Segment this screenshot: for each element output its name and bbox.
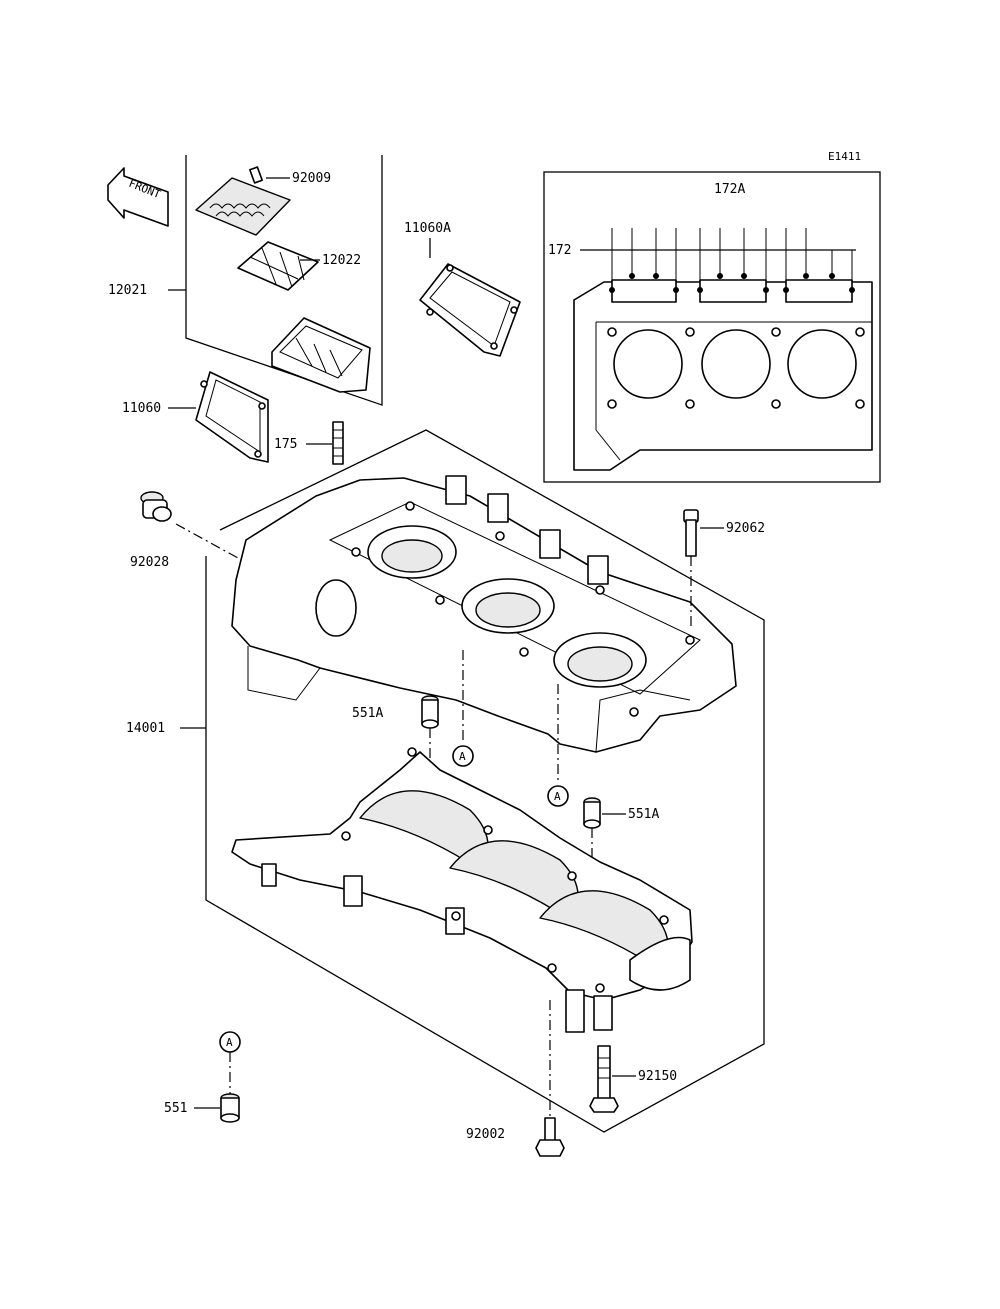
part-label-92002: 92002 — [466, 1127, 505, 1142]
part-label-14001: 14001 — [126, 721, 165, 736]
part-label-551A-upper: 551A — [352, 706, 383, 721]
svg-text:A: A — [554, 790, 561, 803]
part-label-92150: 92150 — [638, 1069, 677, 1084]
dowel-551A-upper — [421, 695, 439, 729]
cylinder-gasket-detail — [573, 279, 873, 471]
dowel-551A-lower — [583, 797, 601, 829]
part-label-11060A: 11060A — [404, 221, 451, 236]
bolt-92062 — [683, 509, 699, 557]
stud-175 — [332, 421, 344, 465]
bolt-92002 — [535, 1000, 565, 1157]
upper-crankcase — [231, 475, 737, 753]
gasket-bolt-points — [607, 273, 865, 409]
crankcase-assembly-outline — [180, 429, 765, 1133]
reference-marker-a-upper: A — [452, 650, 474, 767]
part-label-92062: 92062 — [726, 521, 765, 536]
part-label-12022: 12022 — [322, 253, 361, 268]
bolt-92150 — [589, 1045, 619, 1113]
part-label-175: 175 — [274, 437, 297, 452]
gasket-11060 — [195, 371, 269, 463]
reed-valve-group-bracket — [168, 155, 383, 406]
part-label-92009: 92009 — [292, 171, 331, 186]
part-label-551: 551 — [164, 1101, 187, 1116]
svg-text:A: A — [459, 750, 466, 763]
reed-stopper-plate — [195, 166, 291, 236]
part-label-12021: 12021 — [108, 283, 147, 298]
part-label-92028: 92028 — [130, 555, 169, 570]
part-label-551A-lower: 551A — [628, 807, 659, 822]
front-arrow-icon: FRONT — [107, 167, 169, 227]
reference-marker-a-lower: A — [219, 1031, 241, 1094]
part-label-11060: 11060 — [122, 401, 161, 416]
plug-92028 — [140, 491, 172, 522]
part-label-172A: 172A — [714, 182, 745, 197]
inset-172A-box — [543, 171, 881, 483]
172-leader-lines — [580, 228, 856, 288]
reference-marker-a-middle: A — [547, 684, 569, 807]
reed-petals — [237, 241, 319, 291]
dowel-551 — [220, 1093, 240, 1123]
lower-crankcase — [231, 747, 693, 1033]
reed-valve-block — [271, 317, 371, 393]
part-label-172: 172 — [548, 243, 571, 258]
gasket-11060A — [419, 263, 521, 357]
diagram-code: E1411 — [828, 150, 861, 163]
svg-text:A: A — [226, 1036, 233, 1049]
